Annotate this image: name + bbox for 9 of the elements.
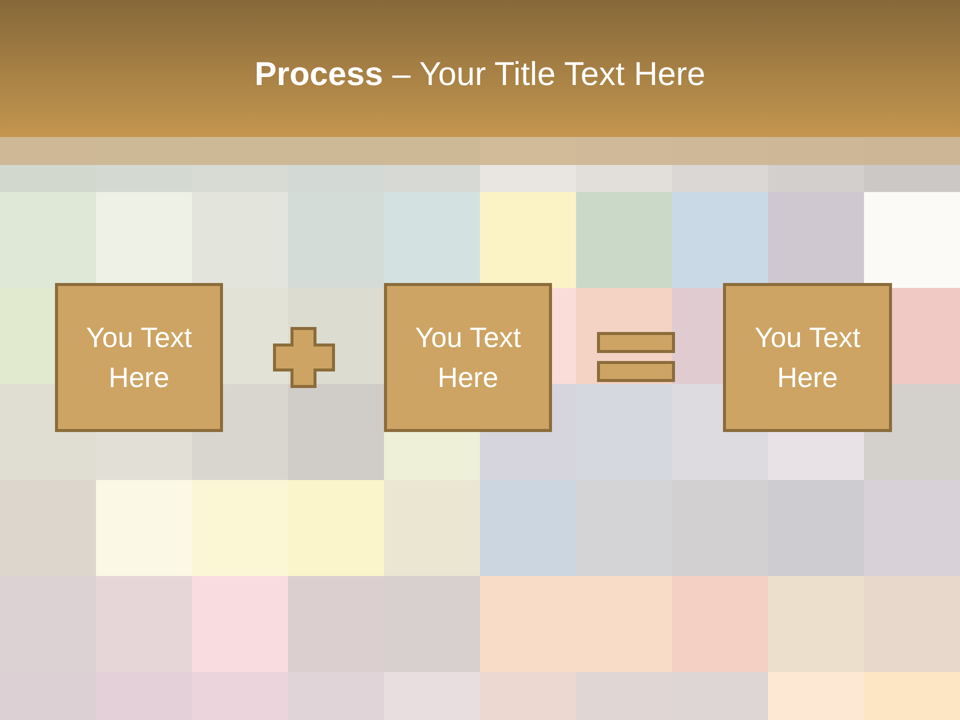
process-box	[723, 283, 892, 432]
process-box	[384, 283, 552, 432]
slide-title: Process – Your Title Text Here	[254, 54, 706, 94]
equals-icon	[597, 332, 675, 382]
process-box	[55, 283, 223, 432]
box-label: You Text Here	[414, 320, 522, 394]
box-label: You Text Here	[754, 320, 862, 394]
box-label: You Text Here	[85, 320, 193, 394]
plus-icon	[273, 327, 335, 388]
